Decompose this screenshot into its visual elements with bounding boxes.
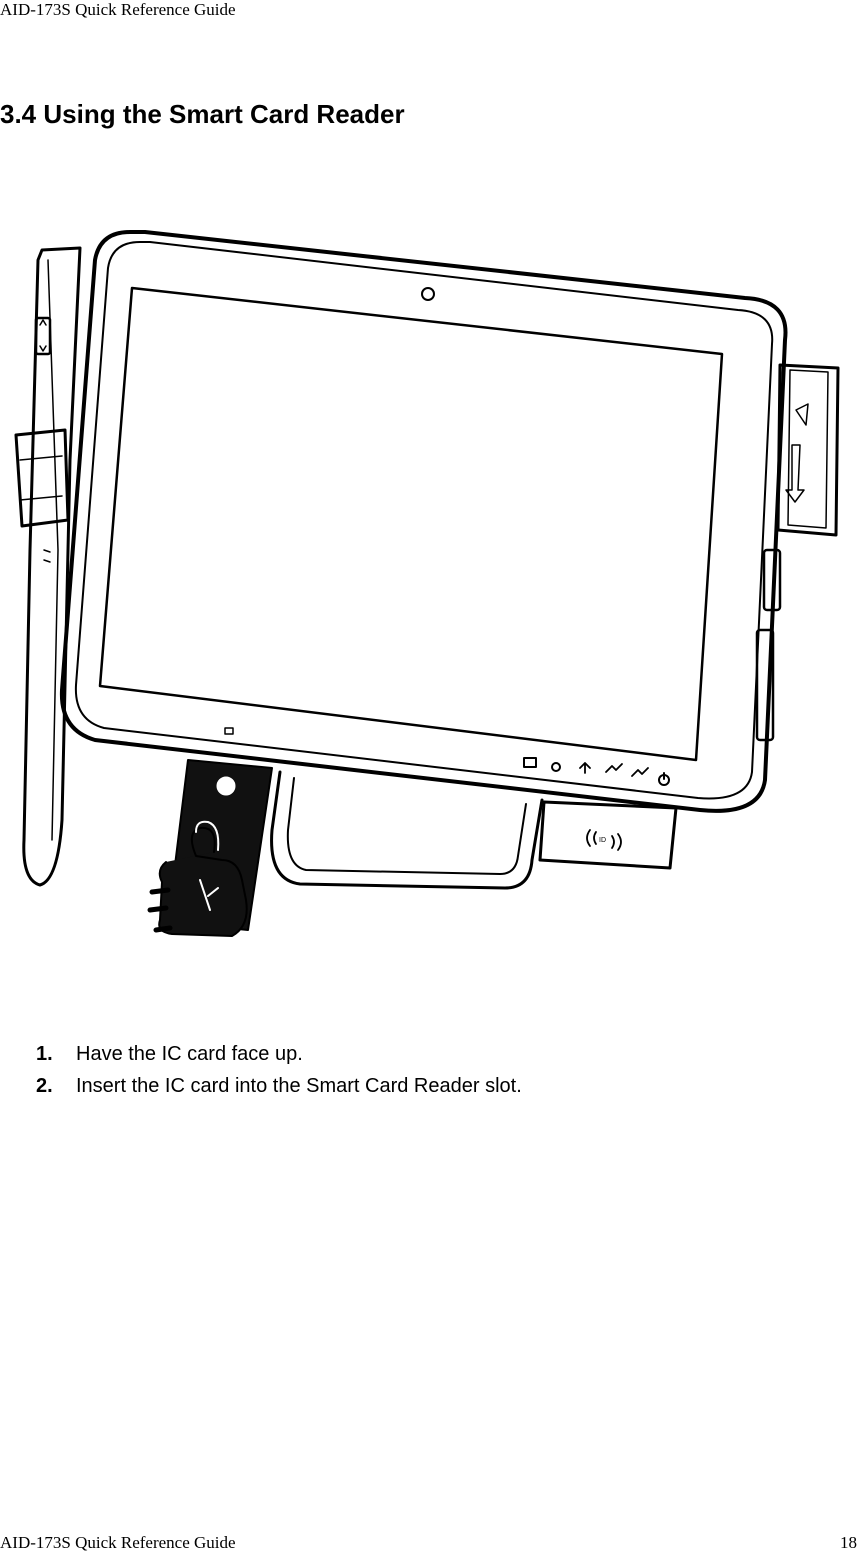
tablet-screen	[98, 286, 724, 762]
ic-card-and-hand	[147, 759, 273, 937]
volume-down-icon	[631, 767, 649, 777]
smart-card-reader: ID	[538, 800, 678, 870]
camera-icon	[421, 287, 435, 301]
instruction-steps: 1. Have the IC card face up. 2. Insert t…	[36, 1038, 522, 1102]
step-text: Have the IC card face up.	[76, 1043, 303, 1065]
tablet-body	[59, 230, 788, 813]
step-item: 2. Insert the IC card into the Smart Car…	[36, 1070, 522, 1102]
page-footer-title: AID-173S Quick Reference Guide	[0, 1533, 236, 1552]
section-title: 3.4 Using the Smart Card Reader	[0, 99, 405, 129]
left-side-strap	[14, 246, 82, 887]
settings-button-icon	[551, 762, 561, 772]
step-text: Insert the IC card into the Smart Card R…	[76, 1075, 522, 1097]
right-side-module	[755, 363, 840, 742]
tablet-illustration: ID	[0, 220, 863, 950]
brightness-button-icon	[579, 762, 591, 774]
carrying-handle	[270, 770, 544, 890]
step-number: 2.	[36, 1075, 53, 1097]
nfc-icon	[586, 829, 622, 851]
page-number: 18	[840, 1533, 857, 1552]
step-item: 1. Have the IC card face up.	[36, 1038, 522, 1070]
page-header: AID-173S Quick Reference Guide	[0, 0, 236, 19]
monitor-button-icon	[523, 757, 537, 768]
volume-up-icon	[605, 763, 623, 773]
svg-text:ID: ID	[599, 837, 606, 844]
step-number: 1.	[36, 1043, 53, 1065]
